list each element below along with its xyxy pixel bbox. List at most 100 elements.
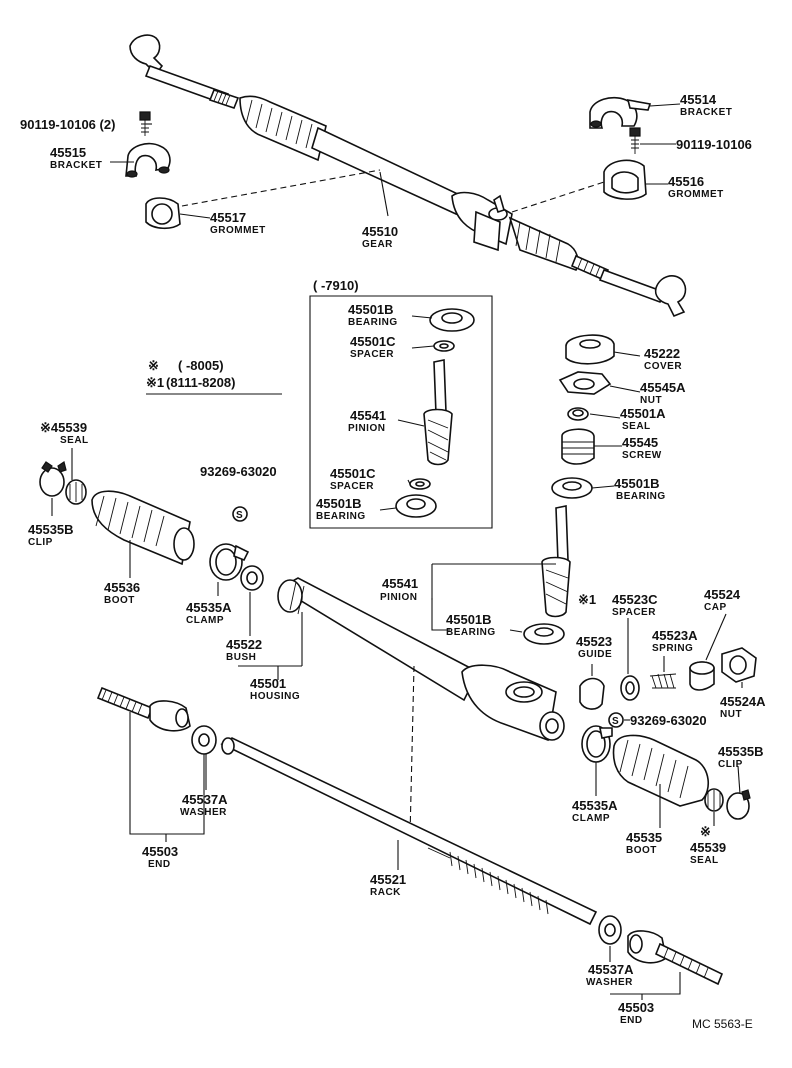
label-45539-right-name: SEAL: [690, 855, 719, 866]
label-45510-name: GEAR: [362, 239, 393, 250]
label-45501c-bottom-name: SPACER: [330, 481, 374, 492]
spring-45523a-illustration: [649, 673, 677, 689]
label-45222-number: 45222: [644, 346, 680, 361]
label-45539-left-name: SEAL: [60, 435, 89, 446]
label-45535b-right-name: CLIP: [718, 759, 743, 770]
note-pinion-range: ( -7910): [313, 278, 359, 293]
label-45521-name: RACK: [370, 887, 401, 898]
gear-assembly-illustration: [129, 34, 687, 318]
seal-45539-right-illustration: [704, 788, 724, 812]
label-bolt-right: 90119-10106: [676, 137, 752, 152]
label-45516-name: GROMMET: [668, 189, 724, 200]
rack-45521-illustration: [220, 737, 598, 926]
label-45539-right-mark: ※: [700, 824, 711, 839]
label-45524-name: CAP: [704, 602, 727, 613]
bearing-45501b-right-illustration: [551, 477, 593, 499]
label-45501b-lower-number: 45501B: [446, 612, 492, 627]
seal-45501a-illustration: [567, 407, 589, 421]
label-45501a-number: 45501A: [620, 406, 666, 421]
grease-left-symbol: S: [236, 510, 243, 521]
label-45501b-right-number: 45501B: [614, 476, 660, 491]
label-grease-left: 93269-63020: [200, 464, 277, 479]
nut-45545a-illustration: [558, 371, 612, 395]
label-45523c-name: SPACER: [612, 607, 656, 618]
washer-45537a-left-illustration: [191, 725, 217, 755]
end-45503-left-illustration: [96, 686, 191, 732]
end-45503-right-illustration: [627, 930, 724, 986]
label-45545-name: SCREW: [622, 450, 662, 461]
alignment-line: [409, 665, 415, 837]
label-45503-right-number: 45503: [618, 1000, 654, 1015]
label-45515-name: BRACKET: [50, 160, 102, 171]
label-45522-name: BUSH: [226, 652, 256, 663]
label-45535b-left-name: CLIP: [28, 537, 53, 548]
label-45501a-name: SEAL: [622, 421, 651, 432]
label-45523-name: GUIDE: [578, 649, 612, 660]
label-45222-name: COVER: [644, 361, 682, 372]
label-45545a-number: 45545A: [640, 380, 686, 395]
boot-45535-illustration: [612, 734, 709, 807]
pinion-kit-box: [309, 295, 493, 529]
label-45535a-right-name: CLAMP: [572, 813, 610, 824]
label-45537a-left-number: 45537A: [182, 792, 228, 807]
label-45514-name: BRACKET: [680, 107, 732, 118]
label-45501c-top-name: SPACER: [350, 349, 394, 360]
leader-lines: [51, 103, 743, 1000]
label-45541-top-number: 45541: [350, 408, 386, 423]
label-45541-top-name: PINION: [348, 423, 385, 434]
label-45503-left-name: END: [148, 859, 171, 870]
label-45545-number: 45545: [622, 435, 658, 450]
label-45535-name: BOOT: [626, 845, 657, 856]
label-45503-right-name: END: [620, 1015, 643, 1026]
bearing-45501b-lower-illustration: [523, 623, 565, 645]
label-45524a-number: 45524A: [720, 694, 766, 709]
label-45501c-top-number: 45501C: [350, 334, 396, 349]
label-45516-number: 45516: [668, 174, 704, 189]
clamp-45535a-right-illustration: [581, 725, 613, 763]
mount-line-right: [511, 181, 605, 213]
label-45501b-bottom-number: 45501B: [316, 496, 362, 511]
washer-45537a-right-illustration: [598, 915, 622, 945]
grommet-45516-illustration: [603, 159, 647, 200]
label-45535b-left-number: 45535B: [28, 522, 74, 537]
label-45510-number: 45510: [362, 224, 398, 239]
label-45535b-right-number: 45535B: [718, 744, 764, 759]
cover-45222-illustration: [565, 334, 615, 365]
spacer-45523c-illustration: [620, 675, 640, 701]
cap-45524-illustration: [689, 661, 715, 691]
bolt-right-illustration: [629, 127, 641, 154]
label-45501c-bottom-number: 45501C: [330, 466, 376, 481]
label-45541-right-name: PINION: [380, 592, 417, 603]
footer-code: MC 5563-E: [692, 1017, 753, 1031]
guide-45523-illustration: [579, 677, 605, 710]
label-45524a-name: NUT: [720, 709, 742, 720]
label-45523a-number: 45523A: [652, 628, 698, 643]
grease-right-symbol: S: [612, 716, 619, 727]
label-45514-number: 45514: [680, 92, 717, 107]
nut-45524a-illustration: [721, 647, 757, 683]
bracket-45515-illustration: [125, 142, 171, 178]
label-45536-number: 45536: [104, 580, 140, 595]
label-45536-name: BOOT: [104, 595, 135, 606]
label-45541-right-number: 45541: [382, 576, 418, 591]
label-45545a-name: NUT: [640, 395, 662, 406]
note-range-2: (8111-8208): [166, 375, 235, 390]
grommet-45517-illustration: [145, 197, 181, 230]
label-45503-left-number: 45503: [142, 844, 178, 859]
note-range-1-mark: ※: [148, 358, 159, 373]
label-45535a-right-number: 45535A: [572, 798, 618, 813]
label-45517-number: 45517: [210, 210, 246, 225]
clamp-45535a-left-illustration: [209, 543, 250, 581]
label-45539-right-number: 45539: [690, 840, 726, 855]
seal-45539-left-illustration: [65, 479, 87, 505]
label-45535-number: 45535: [626, 830, 662, 845]
label-45501-number: 45501: [250, 676, 286, 691]
mount-line-left: [181, 169, 381, 207]
label-45537a-left-name: WASHER: [180, 807, 227, 818]
pinion-45541-right-illustration: [541, 505, 571, 618]
note-range-1: ( -8005): [178, 358, 224, 373]
grease-symbol-left: [232, 506, 248, 522]
grease-symbol-right: [608, 712, 624, 728]
label-45535a-left-number: 45535A: [186, 600, 232, 615]
label-grease-right: 93269-63020: [630, 713, 707, 728]
